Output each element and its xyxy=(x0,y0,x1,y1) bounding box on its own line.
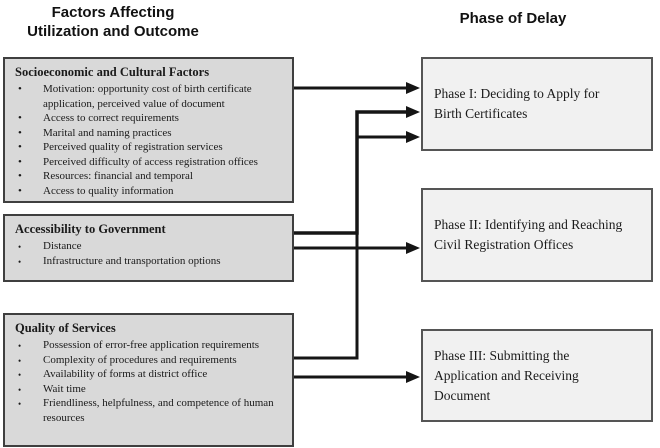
factor-box-quality: Quality of Services Possession of error-… xyxy=(3,313,294,447)
left-column-header: Factors Affecting Utilization and Outcom… xyxy=(0,3,226,41)
factor-item: Infrastructure and transportation option… xyxy=(15,254,284,268)
factor-box-title: Socioeconomic and Cultural Factors xyxy=(15,65,210,79)
phase-box-1: Phase I: Deciding to Apply for Birth Cer… xyxy=(421,57,653,151)
factor-item-list: Motivation: opportunity cost of birth ce… xyxy=(15,82,284,198)
factor-item-list: Possession of error-free application req… xyxy=(15,338,284,425)
factor-item: Availability of forms at district office xyxy=(15,367,284,382)
factor-item: Wait time xyxy=(15,382,284,396)
arrow-quality-to-phase3 xyxy=(294,371,420,383)
arrow-accessibility-to-phase2 xyxy=(294,242,420,254)
factor-item: Access to correct requirements xyxy=(15,111,284,126)
factor-item: Marital and naming practices xyxy=(15,126,284,141)
factor-item: Friendliness, helpfulness, and competenc… xyxy=(15,396,284,425)
factor-box-title: Quality of Services xyxy=(15,321,116,335)
phase-box-2: Phase II: Identifying and Reaching Civil… xyxy=(421,188,653,282)
phase-label: Phase III: Submitting the Application an… xyxy=(434,347,579,403)
factor-item-list: Distance Infrastructure and transportati… xyxy=(15,239,284,269)
factor-item: Possession of error-free application req… xyxy=(15,338,284,353)
factor-item: Perceived difficulty of access registrat… xyxy=(15,155,284,170)
factor-box-title: Accessibility to Government xyxy=(15,222,166,236)
phase-box-3: Phase III: Submitting the Application an… xyxy=(421,329,653,422)
factor-item: Perceived quality of registration servic… xyxy=(15,140,284,155)
factor-box-socioeconomic: Socioeconomic and Cultural Factors Motiv… xyxy=(3,57,294,203)
arrow-quality-to-phase1 xyxy=(294,131,420,360)
arrow-socioeconomic-to-phase1 xyxy=(294,82,420,94)
left-header-line1: Factors Affecting xyxy=(51,4,175,21)
factor-item: Complexity of procedures and requirement… xyxy=(15,353,284,367)
right-column-header: Phase of Delay xyxy=(459,10,567,27)
phase-label: Phase II: Identifying and Reaching Civil… xyxy=(434,217,623,252)
arrow-accessibility-to-phase1 xyxy=(294,106,420,235)
factor-item: Motivation: opportunity cost of birth ce… xyxy=(15,82,284,111)
factor-item: Resources: financial and temporal xyxy=(15,169,284,184)
factor-item: Distance xyxy=(15,239,284,254)
factor-box-accessibility: Accessibility to Government Distance Inf… xyxy=(3,214,294,282)
left-header-line2: Utilization and Outcome xyxy=(27,23,199,40)
phase-label: Phase I: Deciding to Apply for Birth Cer… xyxy=(434,86,600,121)
factor-item: Access to quality information xyxy=(15,184,284,199)
